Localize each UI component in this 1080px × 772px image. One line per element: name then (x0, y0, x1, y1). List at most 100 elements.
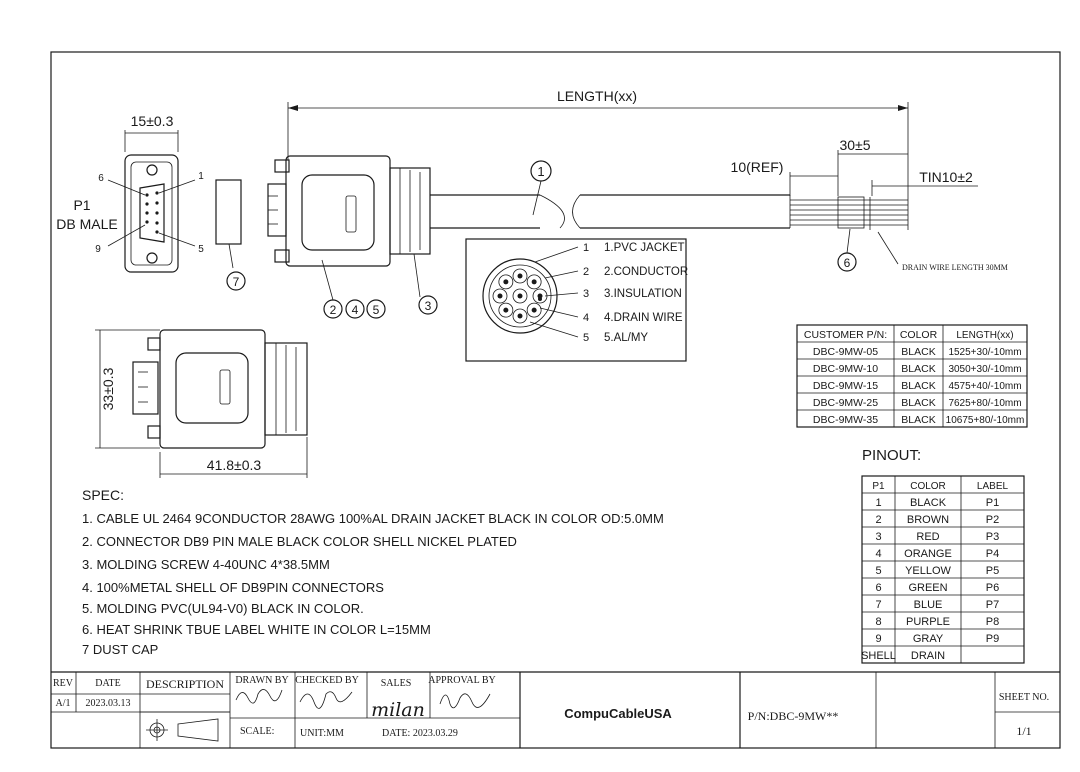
pn-table-cell: BLACK (901, 397, 935, 409)
pinout-cell: P2 (986, 514, 999, 526)
pinout-cell: 7 (875, 599, 881, 611)
spec-line-2: 2. CONNECTOR DB9 PIN MALE BLACK COLOR SH… (82, 534, 517, 549)
pinout-cell: YELLOW (905, 565, 951, 577)
conductor-6 (512, 308, 528, 324)
sheet-value: 1/1 (1016, 724, 1031, 738)
conductor-8 (492, 288, 508, 304)
sales-signature: milan (371, 699, 425, 721)
approval-signature (439, 693, 491, 709)
pn-table-cell: 7625+80/-10mm (948, 398, 1021, 409)
pn-table-cell: BLACK (901, 380, 935, 392)
leader-line (534, 246, 579, 263)
connector-side-view: 10(REF) 30±5 TIN10±2 DRAIN WIRE LENGTH 3… (267, 137, 1008, 319)
pinout-cell: 8 (875, 616, 881, 628)
conductor-1 (512, 288, 528, 304)
pinout-cell: BLUE (914, 599, 943, 611)
approval-by-label: APPROVAL BY (428, 675, 496, 686)
drawn-by-label: DRAWN BY (235, 675, 288, 686)
date-footer: DATE: 2023.03.29 (382, 728, 458, 739)
cross-section-label: 1.PVC JACKET (604, 242, 685, 254)
leader-line (539, 307, 579, 318)
pn-table-cell: DBC-9MW-25 (813, 397, 878, 409)
conductor-7 (498, 302, 514, 318)
pin5-label: 5 (198, 244, 204, 255)
pinout-cell: 1 (875, 497, 881, 509)
cross-section-num: 2 (583, 266, 589, 278)
pinout-cell: 6 (875, 582, 881, 594)
scale-label: SCALE: (240, 726, 274, 737)
balloon-6: 6 (844, 256, 851, 270)
pn-table-cell: 10675+80/-10mm (946, 415, 1025, 426)
spec-line-4: 4. 100%METAL SHELL OF DB9PIN CONNECTORS (82, 580, 384, 595)
spec-line-7: 7 DUST CAP (82, 642, 158, 657)
drawn-by-signature (235, 689, 283, 704)
checked-by-label: CHECKED BY (295, 675, 359, 686)
spec-line-1: 1. CABLE UL 2464 9CONDUCTOR 28AWG 100%AL… (82, 511, 664, 526)
pin1-label: 1 (198, 171, 204, 182)
pn-table-cell: BLACK (901, 414, 935, 426)
pinout-cell: P5 (986, 565, 999, 577)
sales-label: SALES (381, 678, 412, 689)
rev-label: REV (53, 678, 74, 689)
cross-section-num: 4 (583, 312, 589, 324)
pinout-cell: DRAIN (911, 650, 945, 662)
pinout-cell: PURPLE (906, 616, 950, 628)
cross-section-label: 2.CONDUCTOR (604, 266, 688, 278)
description-label: DESCRIPTION (146, 677, 224, 691)
pinout-cell: 3 (875, 531, 881, 543)
date-label: DATE (95, 678, 121, 689)
balloon-1: 1 (537, 164, 544, 179)
pinout-title: PINOUT: (862, 447, 921, 464)
pinout-cell: P3 (986, 531, 999, 543)
pn-table-cell: DBC-9MW-05 (813, 346, 878, 358)
dim-30: 30±5 (839, 137, 870, 153)
pinout-cell: 5 (875, 565, 881, 577)
dust-cap: 7 (215, 179, 246, 291)
db9-front-view: 15±0.3 6 1 9 5 P1 DB MALE (56, 113, 204, 273)
dim-tin: TIN10±2 (919, 169, 973, 185)
conductor-5 (526, 302, 542, 318)
pinout-cell: P6 (986, 582, 999, 594)
cross-section-label: 4.DRAIN WIRE (604, 312, 683, 324)
dim-15: 15±0.3 (131, 113, 174, 129)
spec-block: SPEC: 1. CABLE UL 2464 9CONDUCTOR 28AWG … (82, 487, 664, 657)
pinout-cell: P9 (986, 633, 999, 645)
sheet-border (50, 51, 1061, 749)
pn-table-cell: 3050+30/-10mm (948, 364, 1021, 375)
leader-line (544, 292, 579, 297)
pn-table-cell: BLACK (901, 346, 935, 358)
pinout-cell: BLACK (910, 497, 947, 509)
pin6-label: 6 (98, 173, 104, 184)
pinout-cell: 4 (875, 548, 881, 560)
balloon-3: 3 (425, 299, 432, 313)
pinout-cell: ORANGE (904, 548, 952, 560)
pinout-cell: 9 (875, 633, 881, 645)
dim-41: 41.8±0.3 (207, 457, 262, 473)
cross-section-label: 5.AL/MY (604, 332, 648, 344)
spec-line-5: 5. MOLDING PVC(UL94-V0) BLACK IN COLOR. (82, 601, 364, 616)
pinout-cell: SHELL (861, 650, 896, 662)
conductor-9 (498, 274, 514, 290)
leader-line (529, 321, 579, 338)
p1-label: P1 (73, 197, 90, 213)
cross-section-label: 3.INSULATION (604, 288, 682, 300)
balloon-4: 4 (352, 303, 359, 317)
pn-table-header: COLOR (900, 329, 938, 341)
cross-section-num: 5 (583, 332, 589, 344)
conductor-2 (512, 268, 528, 284)
pinout-cell: BROWN (907, 514, 949, 526)
unit-label: UNIT:MM (300, 728, 344, 739)
pn-table-cell: BLACK (901, 363, 935, 375)
balloon-7: 7 (233, 275, 240, 289)
pn-table-cell: 1525+30/-10mm (948, 347, 1021, 358)
cross-section-num: 3 (583, 288, 589, 300)
drain-wire (538, 297, 542, 301)
pn-table-header: CUSTOMER P/N: (804, 329, 887, 341)
rev-value: A/1 (56, 698, 71, 709)
spec-title: SPEC: (82, 487, 124, 503)
balloon-5: 5 (373, 303, 380, 317)
conductor-3 (526, 274, 542, 290)
